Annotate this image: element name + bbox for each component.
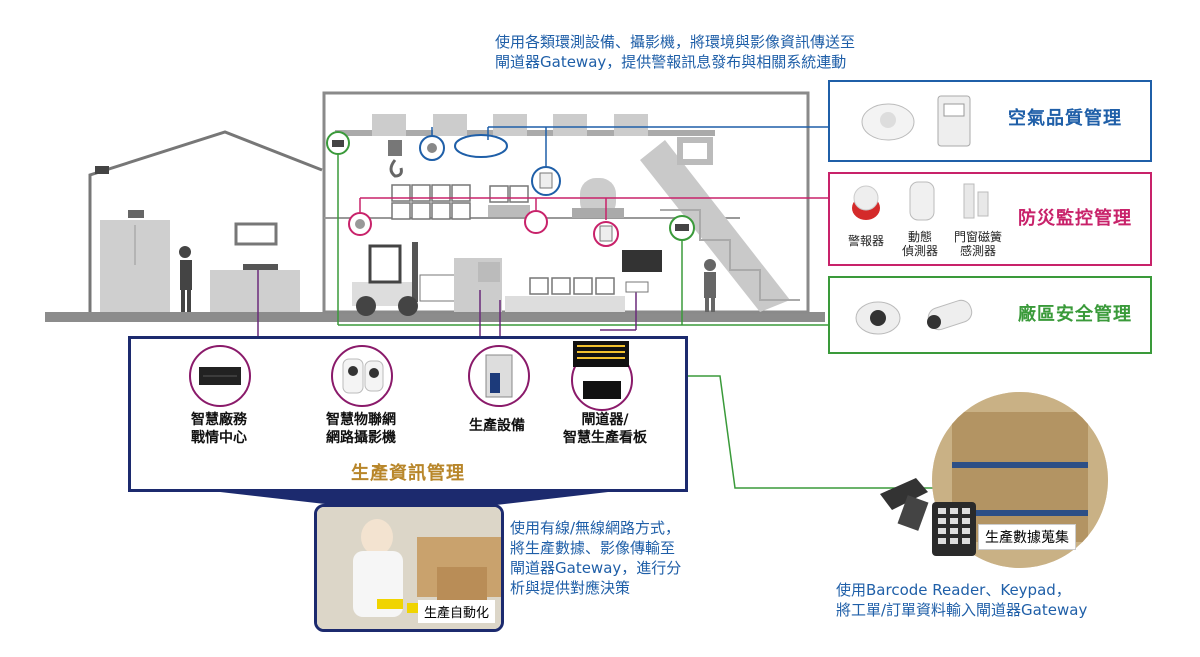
door-sensor-icon: [963, 183, 989, 219]
data-collection-note: 使用Barcode Reader、Keypad， 將工單/訂單資料輸入閘道器Ga…: [836, 581, 1088, 619]
rack-server-icon: [199, 367, 241, 385]
automation-photo: 生產自動化: [314, 504, 504, 632]
data-collection-caption: 生產數據蒐集: [978, 524, 1076, 550]
alarm-label: 警報器: [847, 234, 884, 248]
automation-note: 使用有線/無線網路方式， 將生產數據、影像傳輸至 閘道器Gateway，進行分 …: [510, 519, 682, 597]
production-box: 智慧廠務 戰情中心 智慧物聯網 網路攝影機 生產設備 閘道器/ 智慧生產看板: [128, 336, 688, 492]
ip-camera-label: 智慧物聯網 網路攝影機: [326, 412, 396, 446]
ip-camera-icon: [342, 358, 384, 394]
bullet-camera-icon: [927, 299, 973, 331]
air-quality-title: 空氣品質管理: [1008, 108, 1122, 129]
top-note: 使用各類環測設備、攝影機，將環境與影像資訊傳送至 閘道器Gateway，提供警報…: [495, 32, 955, 72]
equipment-icon: [485, 354, 513, 398]
gateway-icon: [583, 381, 621, 399]
ip-camera-circle: [331, 345, 393, 407]
equipment-circle: [468, 345, 530, 407]
war-room-label: 智慧廠務 戰情中心: [191, 412, 247, 446]
plant-security-panel: 廠區安全管理: [828, 276, 1152, 354]
top-note-line2: 閘道器Gateway，提供警報訊息發布與相關系統連動: [495, 53, 847, 71]
worker-image: [317, 507, 501, 629]
gateway-label: 閘道器/ 智慧生產看板: [563, 412, 647, 446]
air-sensor-icon: [861, 103, 915, 141]
keypad-icon: [932, 502, 976, 556]
disaster-title: 防災監控管理: [1018, 208, 1132, 229]
air-quality-panel: 空氣品質管理: [828, 80, 1152, 162]
automation-caption: 生產自動化: [417, 600, 495, 623]
dashboard-icon: [573, 341, 629, 367]
top-note-line1: 使用各類環測設備、攝影機，將環境與影像資訊傳送至: [495, 33, 856, 51]
door-sensor-label: 門窗磁簧 感測器: [953, 230, 1002, 258]
alarm-icon: [852, 185, 880, 220]
equipment-label: 生產設備: [469, 418, 525, 434]
air-meter-icon: [937, 95, 971, 147]
barcode-reader-icon: [880, 478, 929, 531]
motion-detector-icon: [909, 181, 935, 221]
production-box-title: 生產資訊管理: [351, 463, 465, 484]
disaster-panel: 警報器 動態 偵測器 門窗磁簧 感測器 防災監控管理: [828, 172, 1152, 266]
war-room-circle: [189, 345, 251, 407]
plant-security-title: 廠區安全管理: [1018, 304, 1132, 325]
motion-detector-label: 動態 偵測器: [901, 230, 938, 258]
dome-camera-icon: [855, 301, 901, 335]
